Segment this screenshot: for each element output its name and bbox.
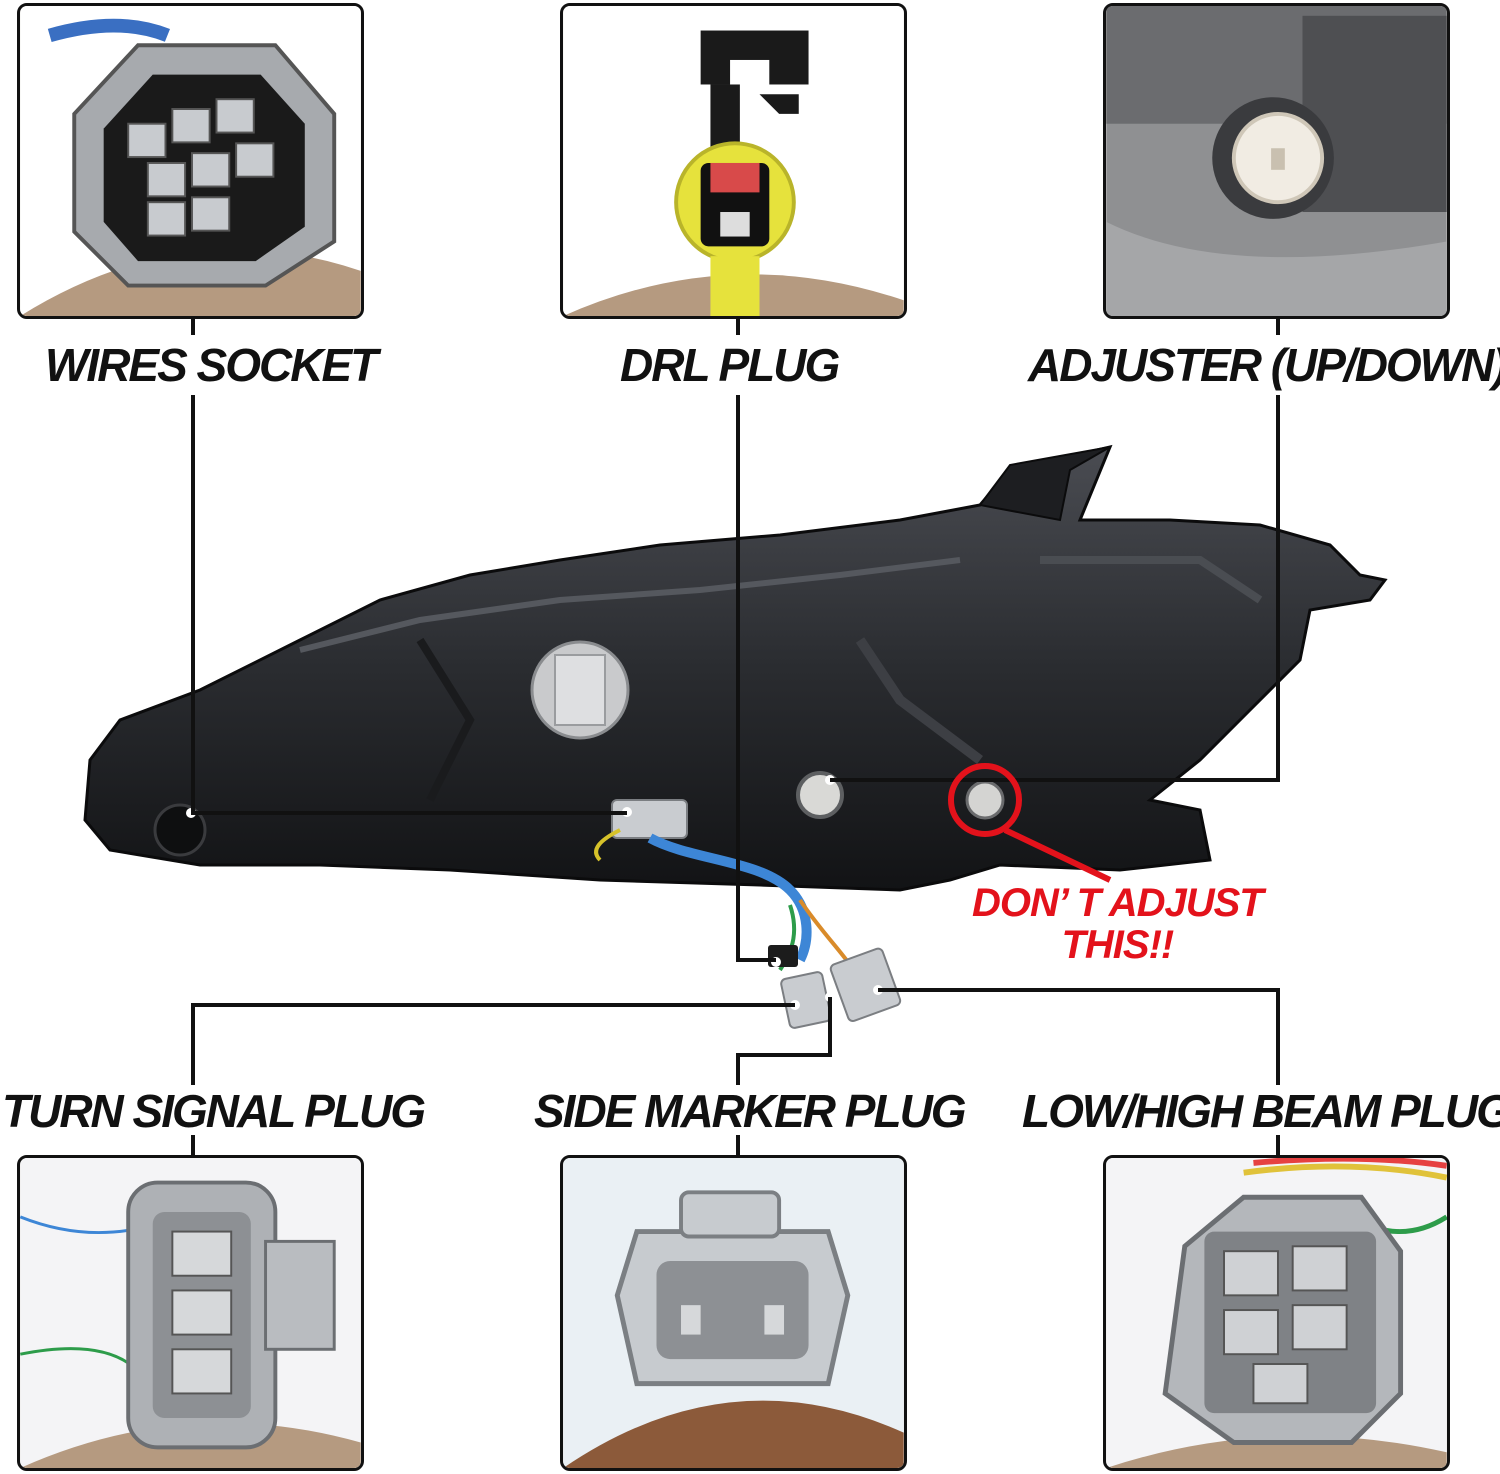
warning-line-2: THIS!!	[1061, 923, 1174, 967]
low-high-beam-connector-icon	[1106, 1158, 1447, 1468]
wires-socket-connector-icon	[20, 6, 361, 316]
wires-socket-photo	[17, 3, 364, 319]
warning-text: DON’ T ADJUST THIS!!	[972, 881, 1264, 967]
adjuster-gear-icon	[1106, 6, 1447, 316]
side-marker-connector-icon	[563, 1158, 904, 1468]
label-adjuster: ADJUSTER (UP/DOWN)	[1028, 339, 1500, 391]
label-turn-signal-plug: TURN SIGNAL PLUG	[2, 1085, 426, 1137]
turn-signal-plug-photo	[17, 1155, 364, 1471]
low-high-beam-plug-photo	[1103, 1155, 1450, 1471]
label-low-high-beam-plug: LOW/HIGH BEAM PLUG	[1022, 1085, 1500, 1137]
turn-signal-connector-icon	[20, 1158, 361, 1468]
label-wires-socket: WIRES SOCKET	[45, 339, 378, 391]
label-drl-plug: DRL PLUG	[620, 339, 840, 391]
side-marker-plug-photo	[560, 1155, 907, 1471]
drl-plug-connector-icon	[563, 6, 904, 316]
label-side-marker-plug: SIDE MARKER PLUG	[534, 1085, 967, 1137]
drl-plug-photo	[560, 3, 907, 319]
warning-line-1: DON’ T ADJUST	[972, 881, 1264, 925]
adjuster-photo	[1103, 3, 1450, 319]
